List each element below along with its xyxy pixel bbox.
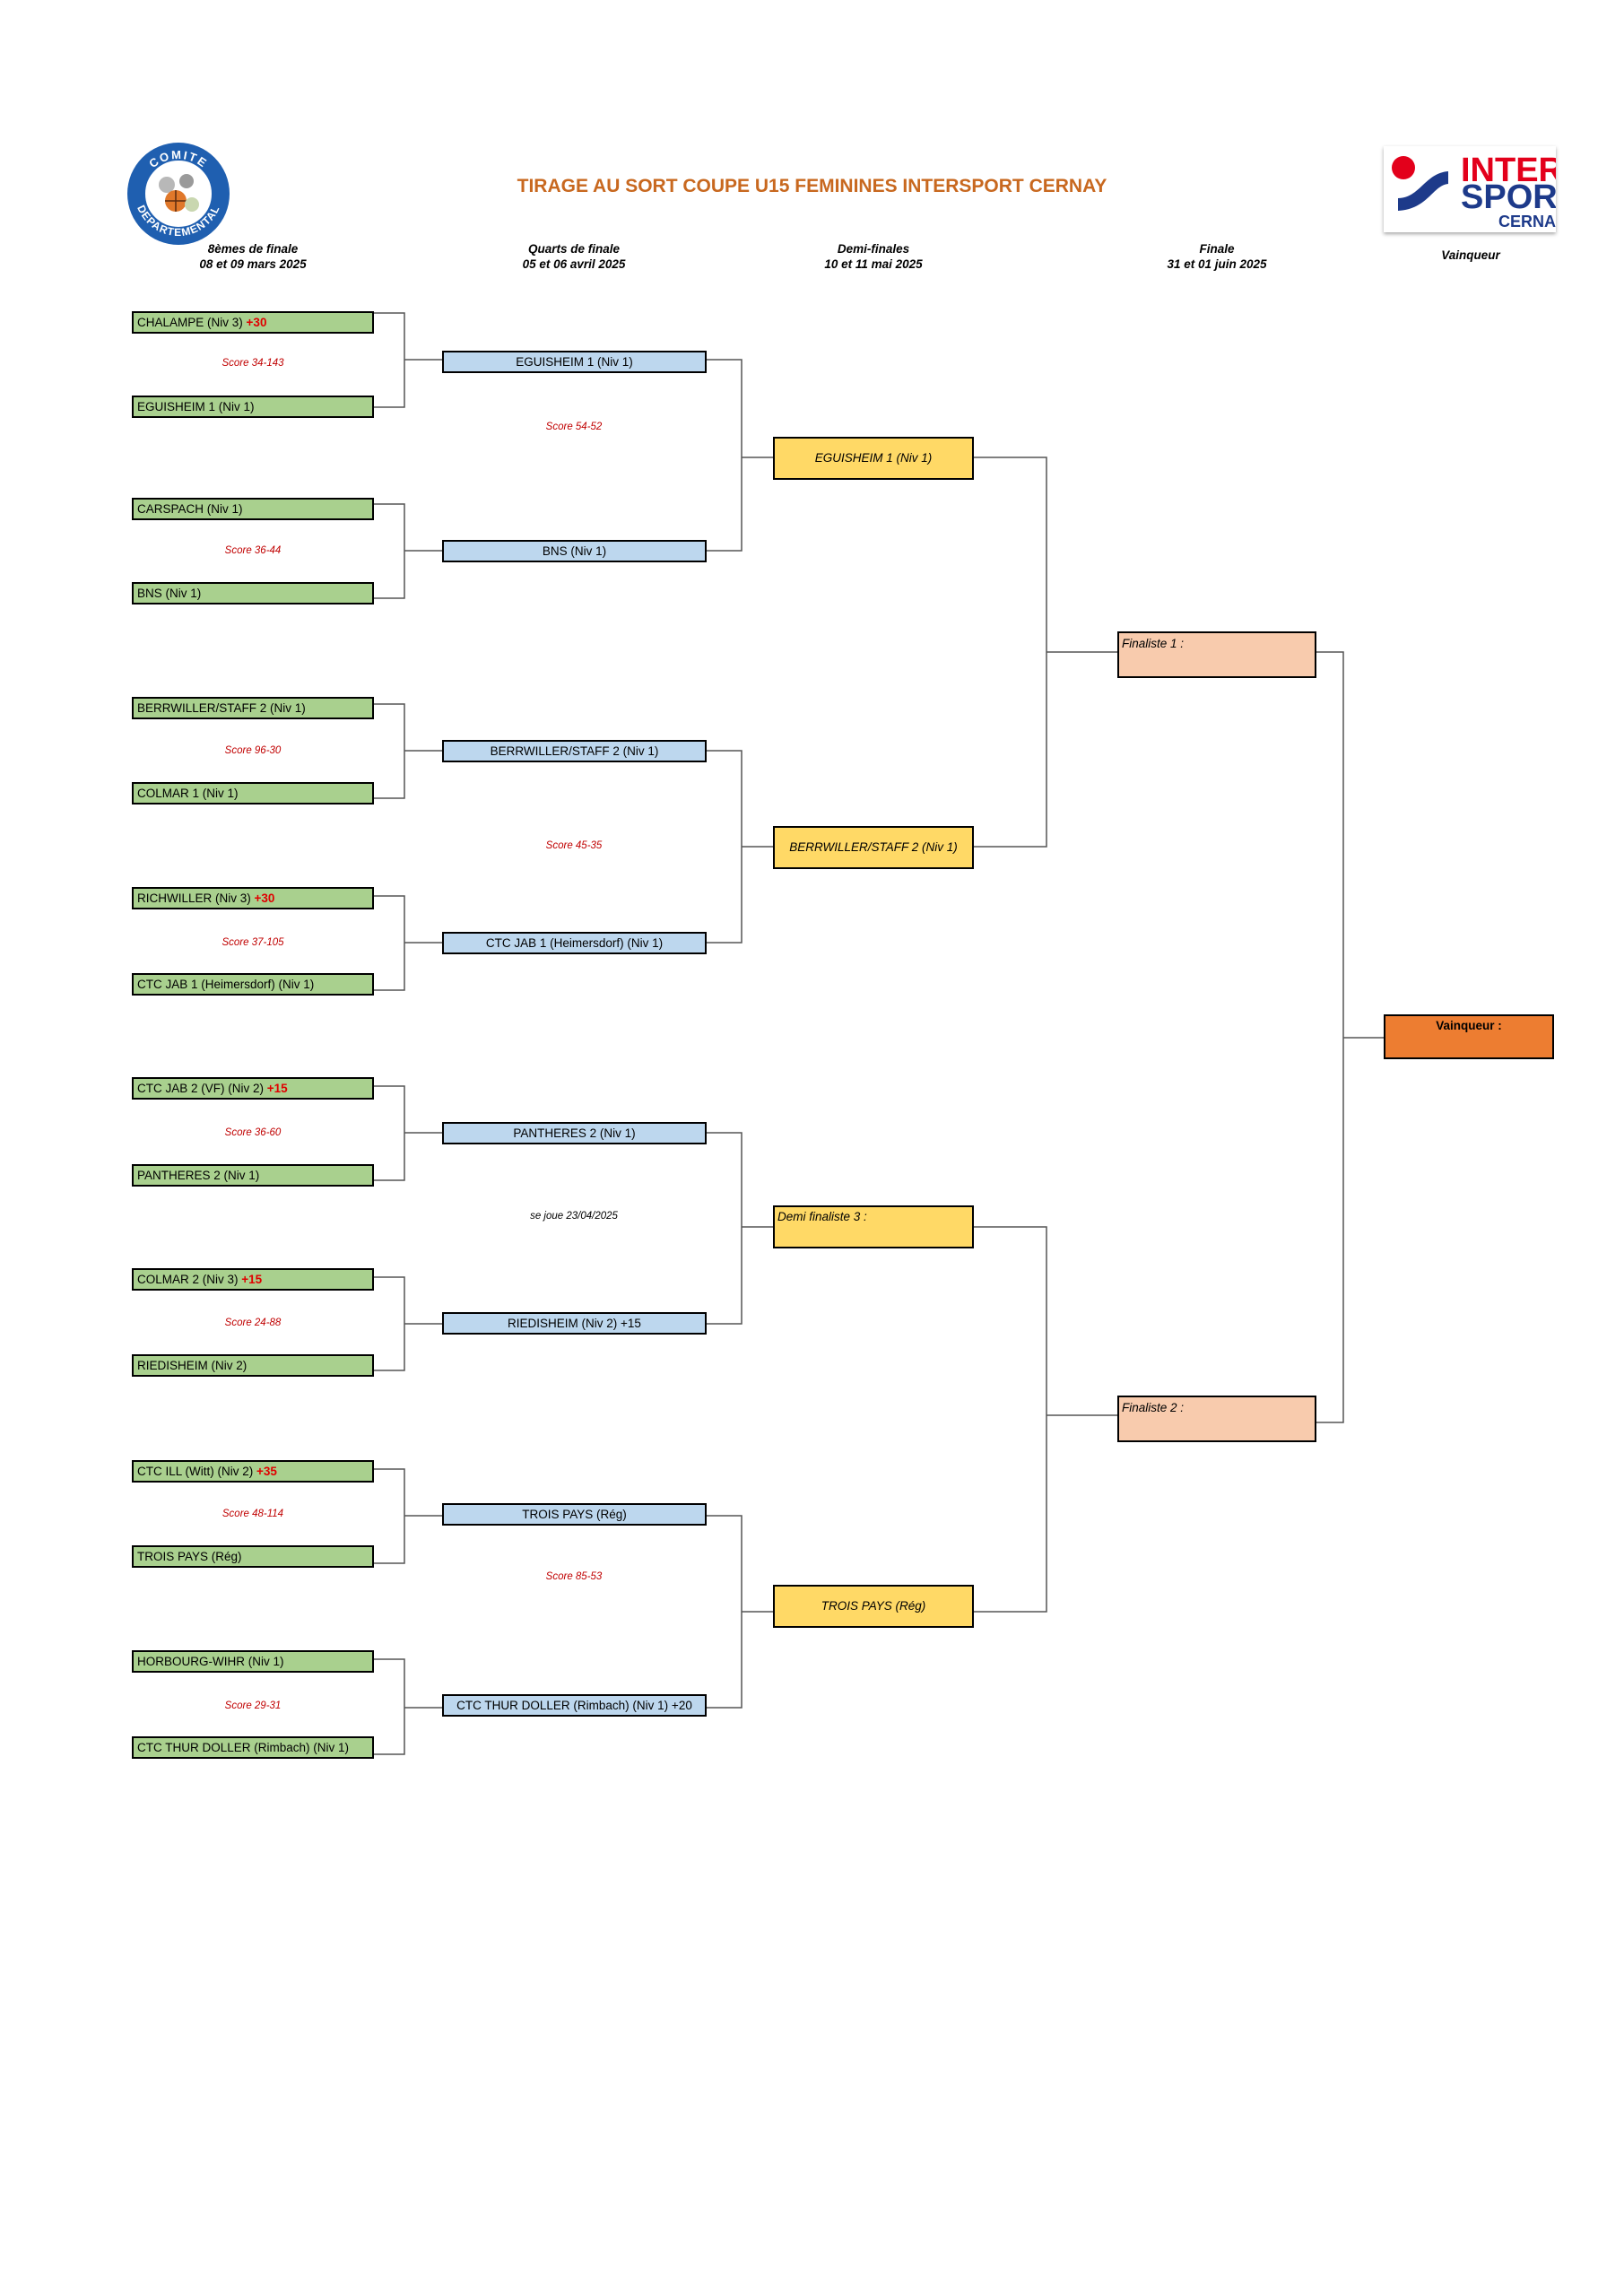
r16-team-14: TROIS PAYS (Rég) <box>132 1545 374 1568</box>
r16-team-12: RIEDISHEIM (Niv 2) <box>132 1354 374 1377</box>
r16-score-1: Score 34-143 <box>221 358 284 369</box>
intersport-cernay-logo: INTER SPOR CERNA <box>1384 146 1556 232</box>
r16-score-3: Score 96-30 <box>224 745 282 756</box>
team-name: COLMAR 2 (Niv 3) <box>137 1273 239 1286</box>
finalist-2: Finaliste 2 : <box>1117 1396 1316 1442</box>
round-dates: 05 et 06 avril 2025 <box>522 257 626 271</box>
team-name: CTC JAB 1 (Heimersdorf) (Niv 1) <box>137 978 315 991</box>
r16-team-8: CTC JAB 1 (Heimersdorf) (Niv 1) <box>132 973 374 996</box>
r16-score-7: Score 48-114 <box>221 1509 284 1519</box>
r16-team-13: CTC ILL (Witt) (Niv 2) +35 <box>132 1460 374 1483</box>
team-name: RIEDISHEIM (Niv 2) <box>137 1359 248 1372</box>
winner-box: Vainqueur : <box>1384 1014 1554 1059</box>
r16-score-8: Score 29-31 <box>224 1700 282 1711</box>
finalist-1: Finaliste 1 : <box>1117 631 1316 678</box>
qf-team-6: RIEDISHEIM (Niv 2) +15 <box>442 1312 707 1335</box>
r16-score-4: Score 37-105 <box>221 937 284 948</box>
team-name: CTC JAB 2 (VF) (Niv 2) <box>137 1082 265 1095</box>
r16-score-6: Score 24-88 <box>224 1318 282 1328</box>
logo-text-line2: SPOR <box>1461 178 1556 216</box>
qf-team-2: BNS (Niv 1) <box>442 540 707 562</box>
sf-team-4: TROIS PAYS (Rég) <box>773 1585 974 1628</box>
round-dates: 10 et 11 mai 2025 <box>824 257 923 271</box>
round-header-quarters: Quarts de finale 05 et 06 avril 2025 <box>484 241 664 272</box>
qf-team-1: EGUISHEIM 1 (Niv 1) <box>442 351 707 373</box>
round-dates: 31 et 01 juin 2025 <box>1167 257 1267 271</box>
r16-score-5: Score 36-60 <box>224 1127 282 1138</box>
r16-score-2: Score 36-44 <box>224 545 282 556</box>
r16-team-4: BNS (Niv 1) <box>132 582 374 604</box>
round-dates: 08 et 09 mars 2025 <box>199 257 307 271</box>
team-name: CTC THUR DOLLER (Rimbach) (Niv 1) <box>137 1741 350 1754</box>
r16-team-5: BERRWILLER/STAFF 2 (Niv 1) <box>132 697 374 719</box>
r16-team-2: EGUISHEIM 1 (Niv 1) <box>132 396 374 418</box>
bonus-points: +35 <box>256 1465 277 1478</box>
logo-text-line1: INTER <box>1461 152 1556 189</box>
round-header-winner: Vainqueur <box>1381 248 1560 263</box>
round-header-semis: Demi-finales 10 et 11 mai 2025 <box>784 241 963 272</box>
r16-team-6: COLMAR 1 (Niv 1) <box>132 782 374 804</box>
team-name: CARSPACH (Niv 1) <box>137 502 243 516</box>
team-name: BNS (Niv 1) <box>137 587 202 600</box>
sf-team-3: Demi finaliste 3 : <box>773 1205 974 1248</box>
r16-team-10: PANTHERES 2 (Niv 1) <box>132 1164 374 1187</box>
round-name: 8èmes de finale <box>207 242 299 256</box>
comite-departemental-logo: COMITE DEPARTEMENTAL <box>122 142 235 248</box>
qf-score-4: Score 85-53 <box>545 1571 603 1582</box>
team-name: BERRWILLER/STAFF 2 (Niv 1) <box>137 701 306 715</box>
r16-team-3: CARSPACH (Niv 1) <box>132 498 374 520</box>
bonus-points: +15 <box>266 1082 288 1095</box>
r16-team-7: RICHWILLER (Niv 3) +30 <box>132 887 374 909</box>
team-name: CHALAMPE (Niv 3) <box>137 316 243 329</box>
team-name: COLMAR 1 (Niv 1) <box>137 787 239 800</box>
bonus-points: +30 <box>254 891 275 905</box>
round-name: Demi-finales <box>837 242 910 256</box>
qf-team-7: TROIS PAYS (Rég) <box>442 1503 707 1526</box>
page-title: TIRAGE AU SORT COUPE U15 FEMININES INTER… <box>517 176 1107 196</box>
qf-score-1: Score 54-52 <box>545 422 603 432</box>
round-header-final: Finale 31 et 01 juin 2025 <box>1127 241 1307 272</box>
round-name: Finale <box>1199 242 1235 256</box>
r16-team-15: HORBOURG-WIHR (Niv 1) <box>132 1650 374 1673</box>
r16-team-1: CHALAMPE (Niv 3) +30 <box>132 311 374 334</box>
round-name: Vainqueur <box>1441 248 1500 262</box>
sf-team-2: BERRWILLER/STAFF 2 (Niv 1) <box>773 826 974 869</box>
qf-score-2: Score 45-35 <box>545 840 603 851</box>
r16-team-16: CTC THUR DOLLER (Rimbach) (Niv 1) <box>132 1736 374 1759</box>
sf-team-1: EGUISHEIM 1 (Niv 1) <box>773 437 974 480</box>
team-name: RICHWILLER (Niv 3) <box>137 891 251 905</box>
team-name: CTC ILL (Witt) (Niv 2) <box>137 1465 254 1478</box>
bonus-points: +30 <box>246 316 267 329</box>
team-name: TROIS PAYS (Rég) <box>137 1550 242 1563</box>
team-name: PANTHERES 2 (Niv 1) <box>137 1169 260 1182</box>
r16-team-11: COLMAR 2 (Niv 3) +15 <box>132 1268 374 1291</box>
r16-team-9: CTC JAB 2 (VF) (Niv 2) +15 <box>132 1077 374 1100</box>
team-name: EGUISHEIM 1 (Niv 1) <box>137 400 255 413</box>
team-name: HORBOURG-WIHR (Niv 1) <box>137 1655 284 1668</box>
round-name: Quarts de finale <box>527 242 621 256</box>
bonus-points: +15 <box>241 1273 263 1286</box>
qf-team-3: BERRWILLER/STAFF 2 (Niv 1) <box>442 740 707 762</box>
qf-team-8: CTC THUR DOLLER (Rimbach) (Niv 1) +20 <box>442 1694 707 1717</box>
logo-text-line3: CERNA <box>1498 213 1556 230</box>
qf-team-5: PANTHERES 2 (Niv 1) <box>442 1122 707 1144</box>
qf-score-3: se joue 23/04/2025 <box>530 1211 618 1222</box>
round-header-r16: 8èmes de finale 08 et 09 mars 2025 <box>163 241 343 272</box>
qf-team-4: CTC JAB 1 (Heimersdorf) (Niv 1) <box>442 932 707 954</box>
